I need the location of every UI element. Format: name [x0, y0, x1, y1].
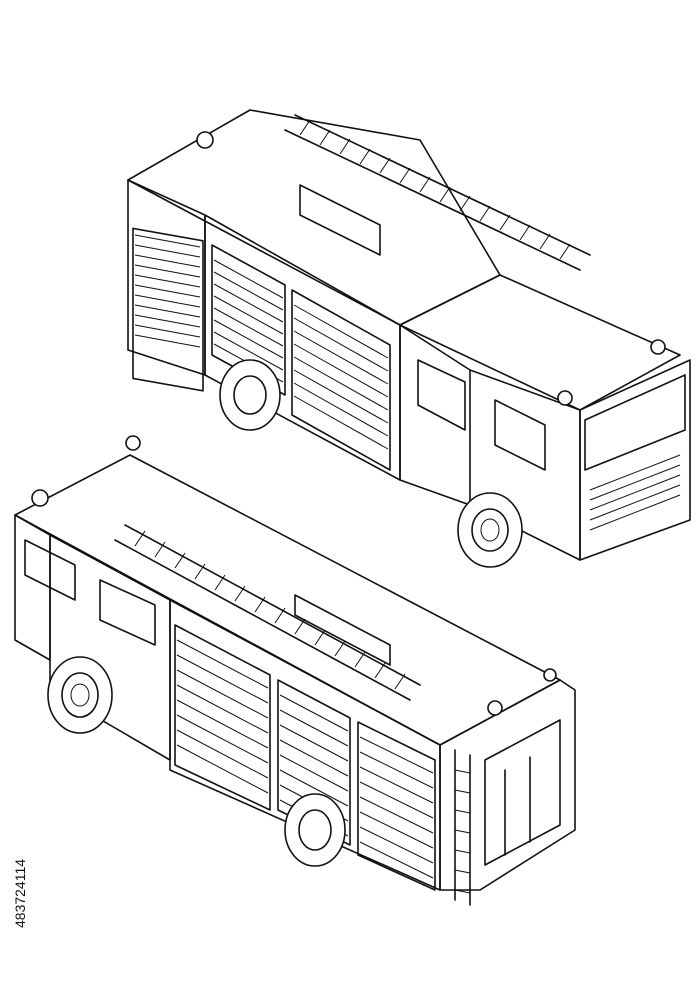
- side-shutter-slats-bottom: [176, 639, 434, 879]
- fire-truck-top: [127, 109, 691, 568]
- image-id-watermark: 483724114: [8, 770, 32, 930]
- front-grille-top: [589, 454, 681, 531]
- side-shutter-slats: [213, 259, 389, 450]
- rear-shutter-slats: [134, 234, 201, 348]
- rear-ladder-rungs: [454, 769, 471, 894]
- fire-truck-bottom: [14, 435, 576, 906]
- ladder-rungs-bottom: [134, 530, 406, 690]
- ladder-rungs-top: [299, 119, 571, 260]
- image-id-text: 483724114: [12, 858, 28, 928]
